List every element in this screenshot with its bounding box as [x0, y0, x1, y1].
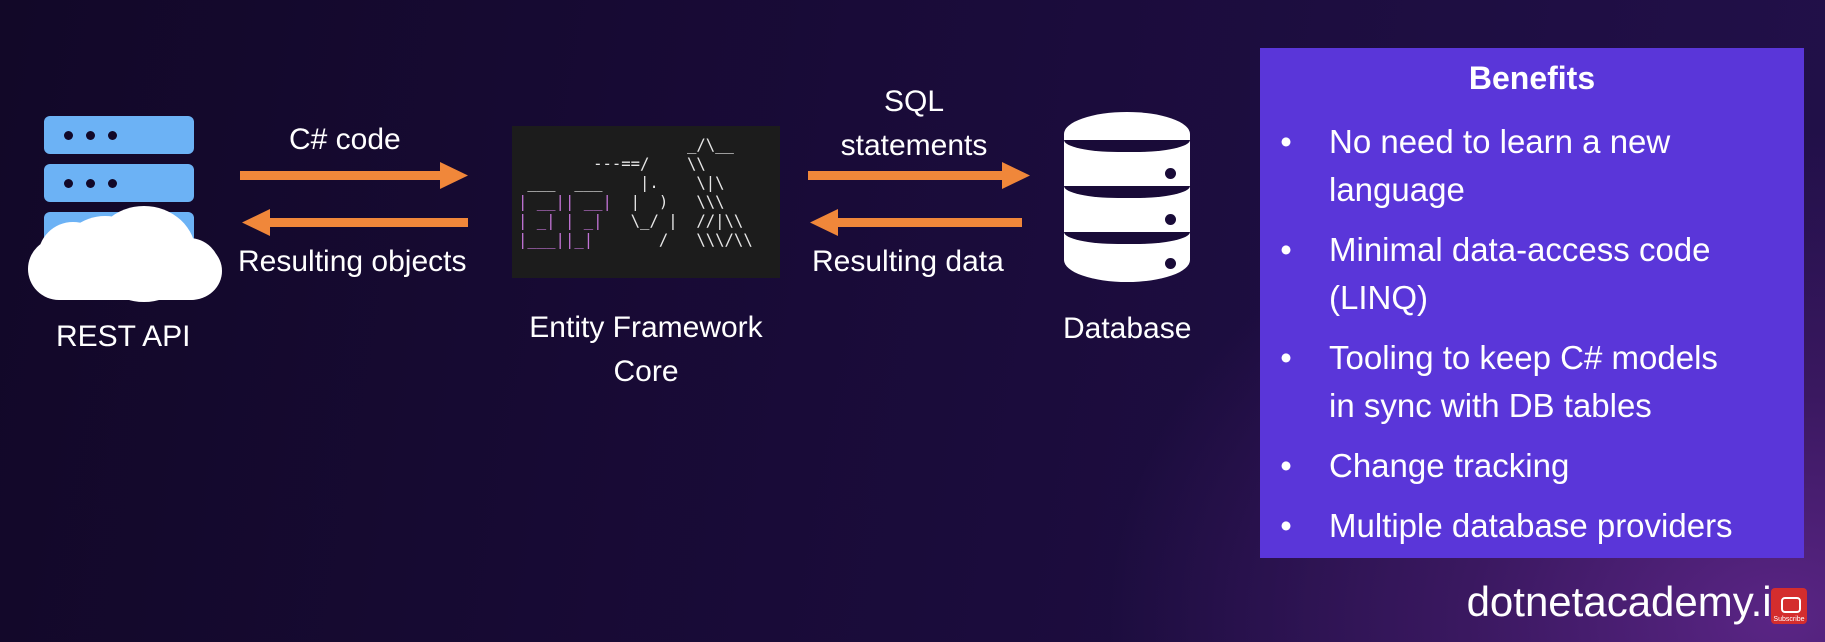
arrow-right-icon — [808, 162, 1030, 189]
arrow-csharp-label: C# code — [289, 123, 401, 156]
arrow-sql-label: SQL statements — [810, 80, 1018, 168]
database-icon — [0, 0, 1230, 300]
server-unit — [44, 116, 194, 154]
bullet-icon: • — [1280, 231, 1292, 268]
database-label: Database — [1063, 312, 1192, 345]
bullet-icon: • — [1280, 339, 1292, 376]
list-item-line: in sync with DB tables — [1329, 387, 1652, 424]
rest-api-node: REST API — [0, 0, 240, 360]
list-item: • No need to learn a new language — [1260, 118, 1804, 214]
bullet-icon: • — [1280, 123, 1292, 160]
arrow-right-icon — [240, 162, 468, 189]
list-item: • Multiple database providers — [1260, 502, 1804, 550]
arrow-data-label: Resulting data — [812, 245, 1004, 278]
arrow-sql-line1: SQL — [883, 85, 945, 118]
list-item-line: No need to learn a new — [1329, 123, 1671, 160]
brand-watermark: dotnetacademy.io — [1466, 578, 1795, 625]
list-item-line: Change tracking — [1329, 447, 1570, 484]
bullet-icon: • — [1280, 447, 1292, 484]
list-item-line: Multiple database providers — [1329, 507, 1733, 544]
ef-core-label-line2: Core — [613, 355, 679, 388]
benefits-panel: Benefits • No need to learn a new langua… — [1260, 48, 1804, 558]
list-item: • Tooling to keep C# models in sync with… — [1260, 334, 1804, 430]
list-item-line: Tooling to keep C# models — [1329, 339, 1718, 376]
arrow-left-icon — [810, 209, 1022, 236]
list-item-line: language — [1329, 171, 1465, 208]
list-item: • Minimal data-access code (LINQ) — [1260, 226, 1804, 322]
rest-api-label: REST API — [56, 320, 191, 353]
list-item-line: (LINQ) — [1329, 279, 1428, 316]
ef-core-ascii-logo-icon: _/\__ ---==/ \\ ___ ___ |. \|\ | __|| __… — [512, 126, 780, 278]
ef-core-label: Entity Framework Core — [500, 306, 792, 394]
benefits-title: Benefits — [1468, 60, 1596, 96]
arrow-objects-label: Resulting objects — [238, 245, 467, 278]
arrow-left-icon — [242, 209, 468, 236]
benefits-list: • No need to learn a new language • Mini… — [1260, 118, 1804, 562]
arrow-sql-line2: statements — [840, 129, 988, 162]
arrows-right — [808, 162, 1030, 236]
list-item-line: Minimal data-access code — [1329, 231, 1711, 268]
subscribe-label: Subscribe — [1773, 616, 1805, 623]
server-unit — [44, 164, 194, 202]
arrows-left — [240, 162, 468, 236]
cloud-icon — [0, 0, 240, 320]
ef-core-label-line1: Entity Framework — [529, 311, 763, 344]
bullet-icon: • — [1280, 507, 1292, 544]
list-item: • Change tracking — [1260, 442, 1804, 490]
youtube-subscribe-icon[interactable]: Subscribe — [1771, 588, 1807, 624]
